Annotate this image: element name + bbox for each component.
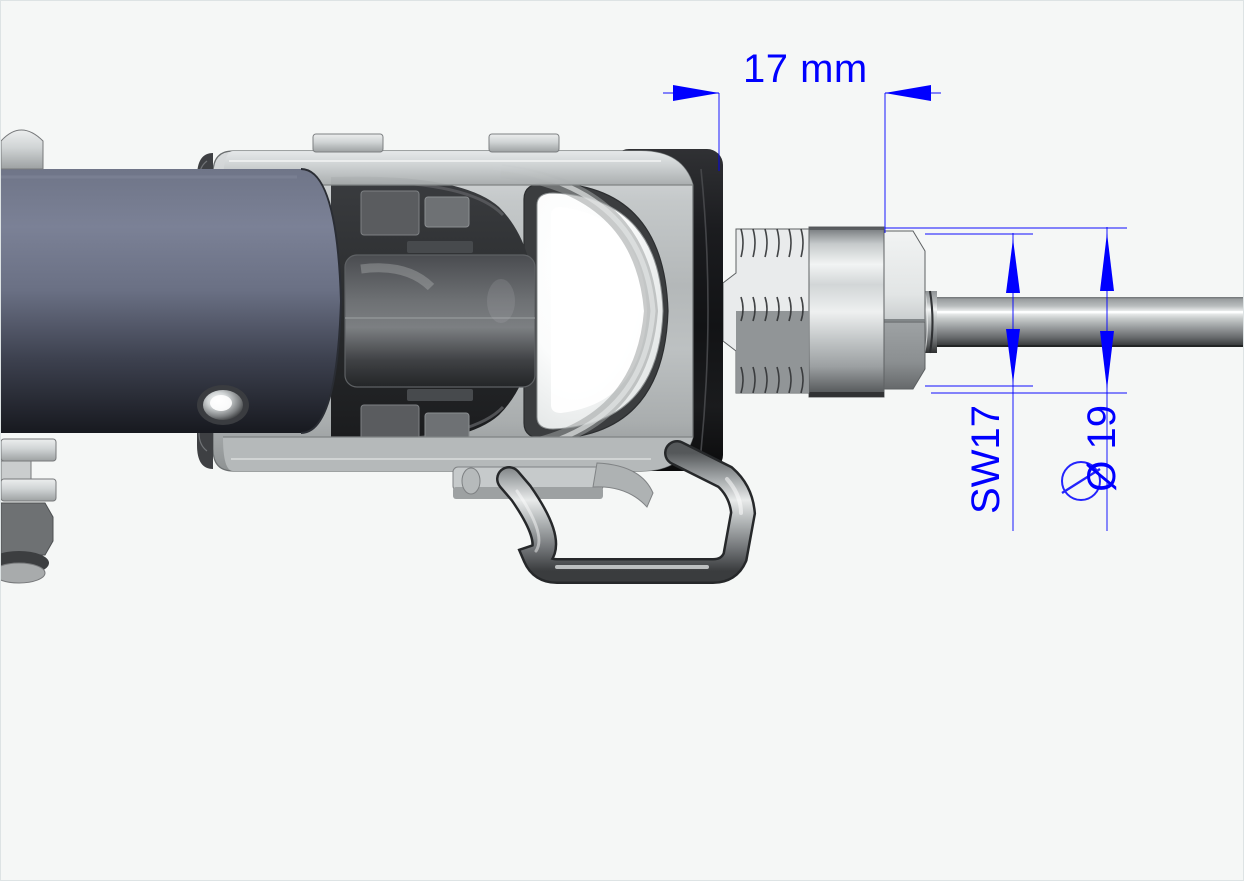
dimension-diameter-19 [885, 227, 1127, 531]
smooth-shaft-d19 [931, 297, 1243, 347]
dimension-label-diameter: Ø 19 [1080, 405, 1124, 492]
threaded-shank [722, 228, 810, 394]
dome-cap [1, 129, 44, 170]
dimension-width-17mm [663, 85, 941, 233]
blue-grey-tube [1, 168, 343, 434]
wire-bail-handle [452, 440, 757, 584]
top-cap-bolts [312, 133, 560, 153]
dimension-label-wrench-size: SW17 [964, 405, 1008, 514]
diameter-symbol [1061, 461, 1101, 501]
lower-left-hex-nut-washers [1, 438, 57, 584]
hex-nut-sw17 [880, 230, 926, 390]
dimension-label-width: 17 mm [743, 47, 868, 91]
cylindrical-collar [808, 226, 885, 398]
dimension-sw17 [925, 233, 1033, 531]
